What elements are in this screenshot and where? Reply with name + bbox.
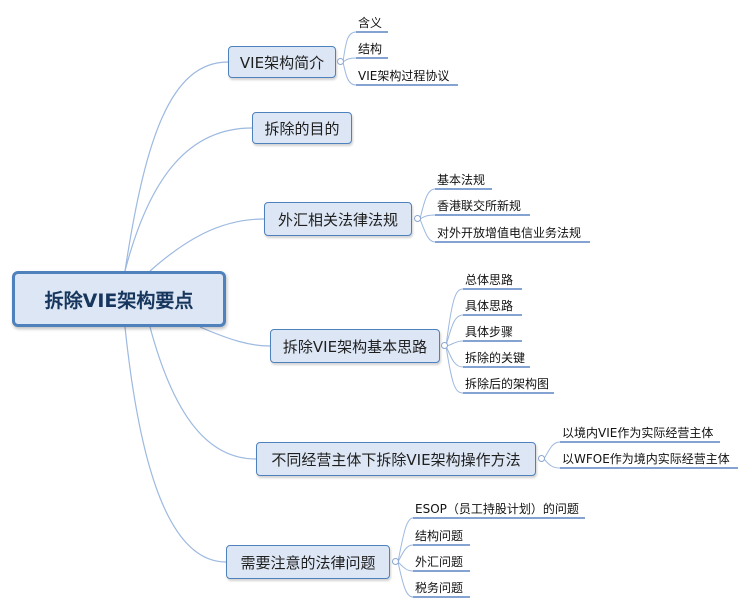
leaf-vie-agreements[interactable]: VIE架构过程协议 xyxy=(358,69,450,83)
branch-basic-approach[interactable]: 拆除VIE架构基本思路 xyxy=(270,329,440,363)
leaf-overall-approach[interactable]: 总体思路 xyxy=(465,273,514,287)
collapse-toggle-icon[interactable] xyxy=(392,558,399,565)
leaf-key-points[interactable]: 拆除的关键 xyxy=(465,351,526,365)
leaf-esop-issue[interactable]: ESOP（员工持股计划）的问题 xyxy=(415,502,579,516)
leaf-wfoe-entity[interactable]: 以WFOE作为境内实际经营主体 xyxy=(562,452,730,466)
leaf-tax-issue[interactable]: 税务问题 xyxy=(415,581,464,595)
leaf-forex-issue[interactable]: 外汇问题 xyxy=(415,555,464,569)
leaf-domestic-vie-entity[interactable]: 以境内VIE作为实际经营主体 xyxy=(562,426,714,440)
collapse-toggle-icon[interactable] xyxy=(337,58,344,65)
leaf-meaning[interactable]: 含义 xyxy=(358,16,383,30)
branch-purpose[interactable]: 拆除的目的 xyxy=(252,112,352,144)
collapse-toggle-icon[interactable] xyxy=(414,215,421,222)
branch-vie-intro[interactable]: VIE架构简介 xyxy=(228,46,336,78)
leaf-post-structure-diagram[interactable]: 拆除后的架构图 xyxy=(465,377,550,391)
leaf-hkex-rules[interactable]: 香港联交所新规 xyxy=(437,199,522,213)
leaf-specific-approach[interactable]: 具体思路 xyxy=(465,299,514,313)
leaf-telecom-regulations[interactable]: 对外开放增值电信业务法规 xyxy=(437,226,582,240)
leaf-structure[interactable]: 结构 xyxy=(358,42,383,56)
branch-legal-issues[interactable]: 需要注意的法律问题 xyxy=(226,545,390,579)
leaf-specific-steps[interactable]: 具体步骤 xyxy=(465,325,514,339)
collapse-toggle-icon[interactable] xyxy=(538,455,545,462)
branch-operation-methods[interactable]: 不同经营主体下拆除VIE架构操作方法 xyxy=(256,442,536,476)
collapse-toggle-icon[interactable] xyxy=(441,342,448,349)
leaf-structure-issue[interactable]: 结构问题 xyxy=(415,529,464,543)
root-topic[interactable]: 拆除VIE架构要点 xyxy=(12,271,226,327)
leaf-basic-regulations[interactable]: 基本法规 xyxy=(437,173,486,187)
branch-forex-laws[interactable]: 外汇相关法律法规 xyxy=(264,202,412,236)
